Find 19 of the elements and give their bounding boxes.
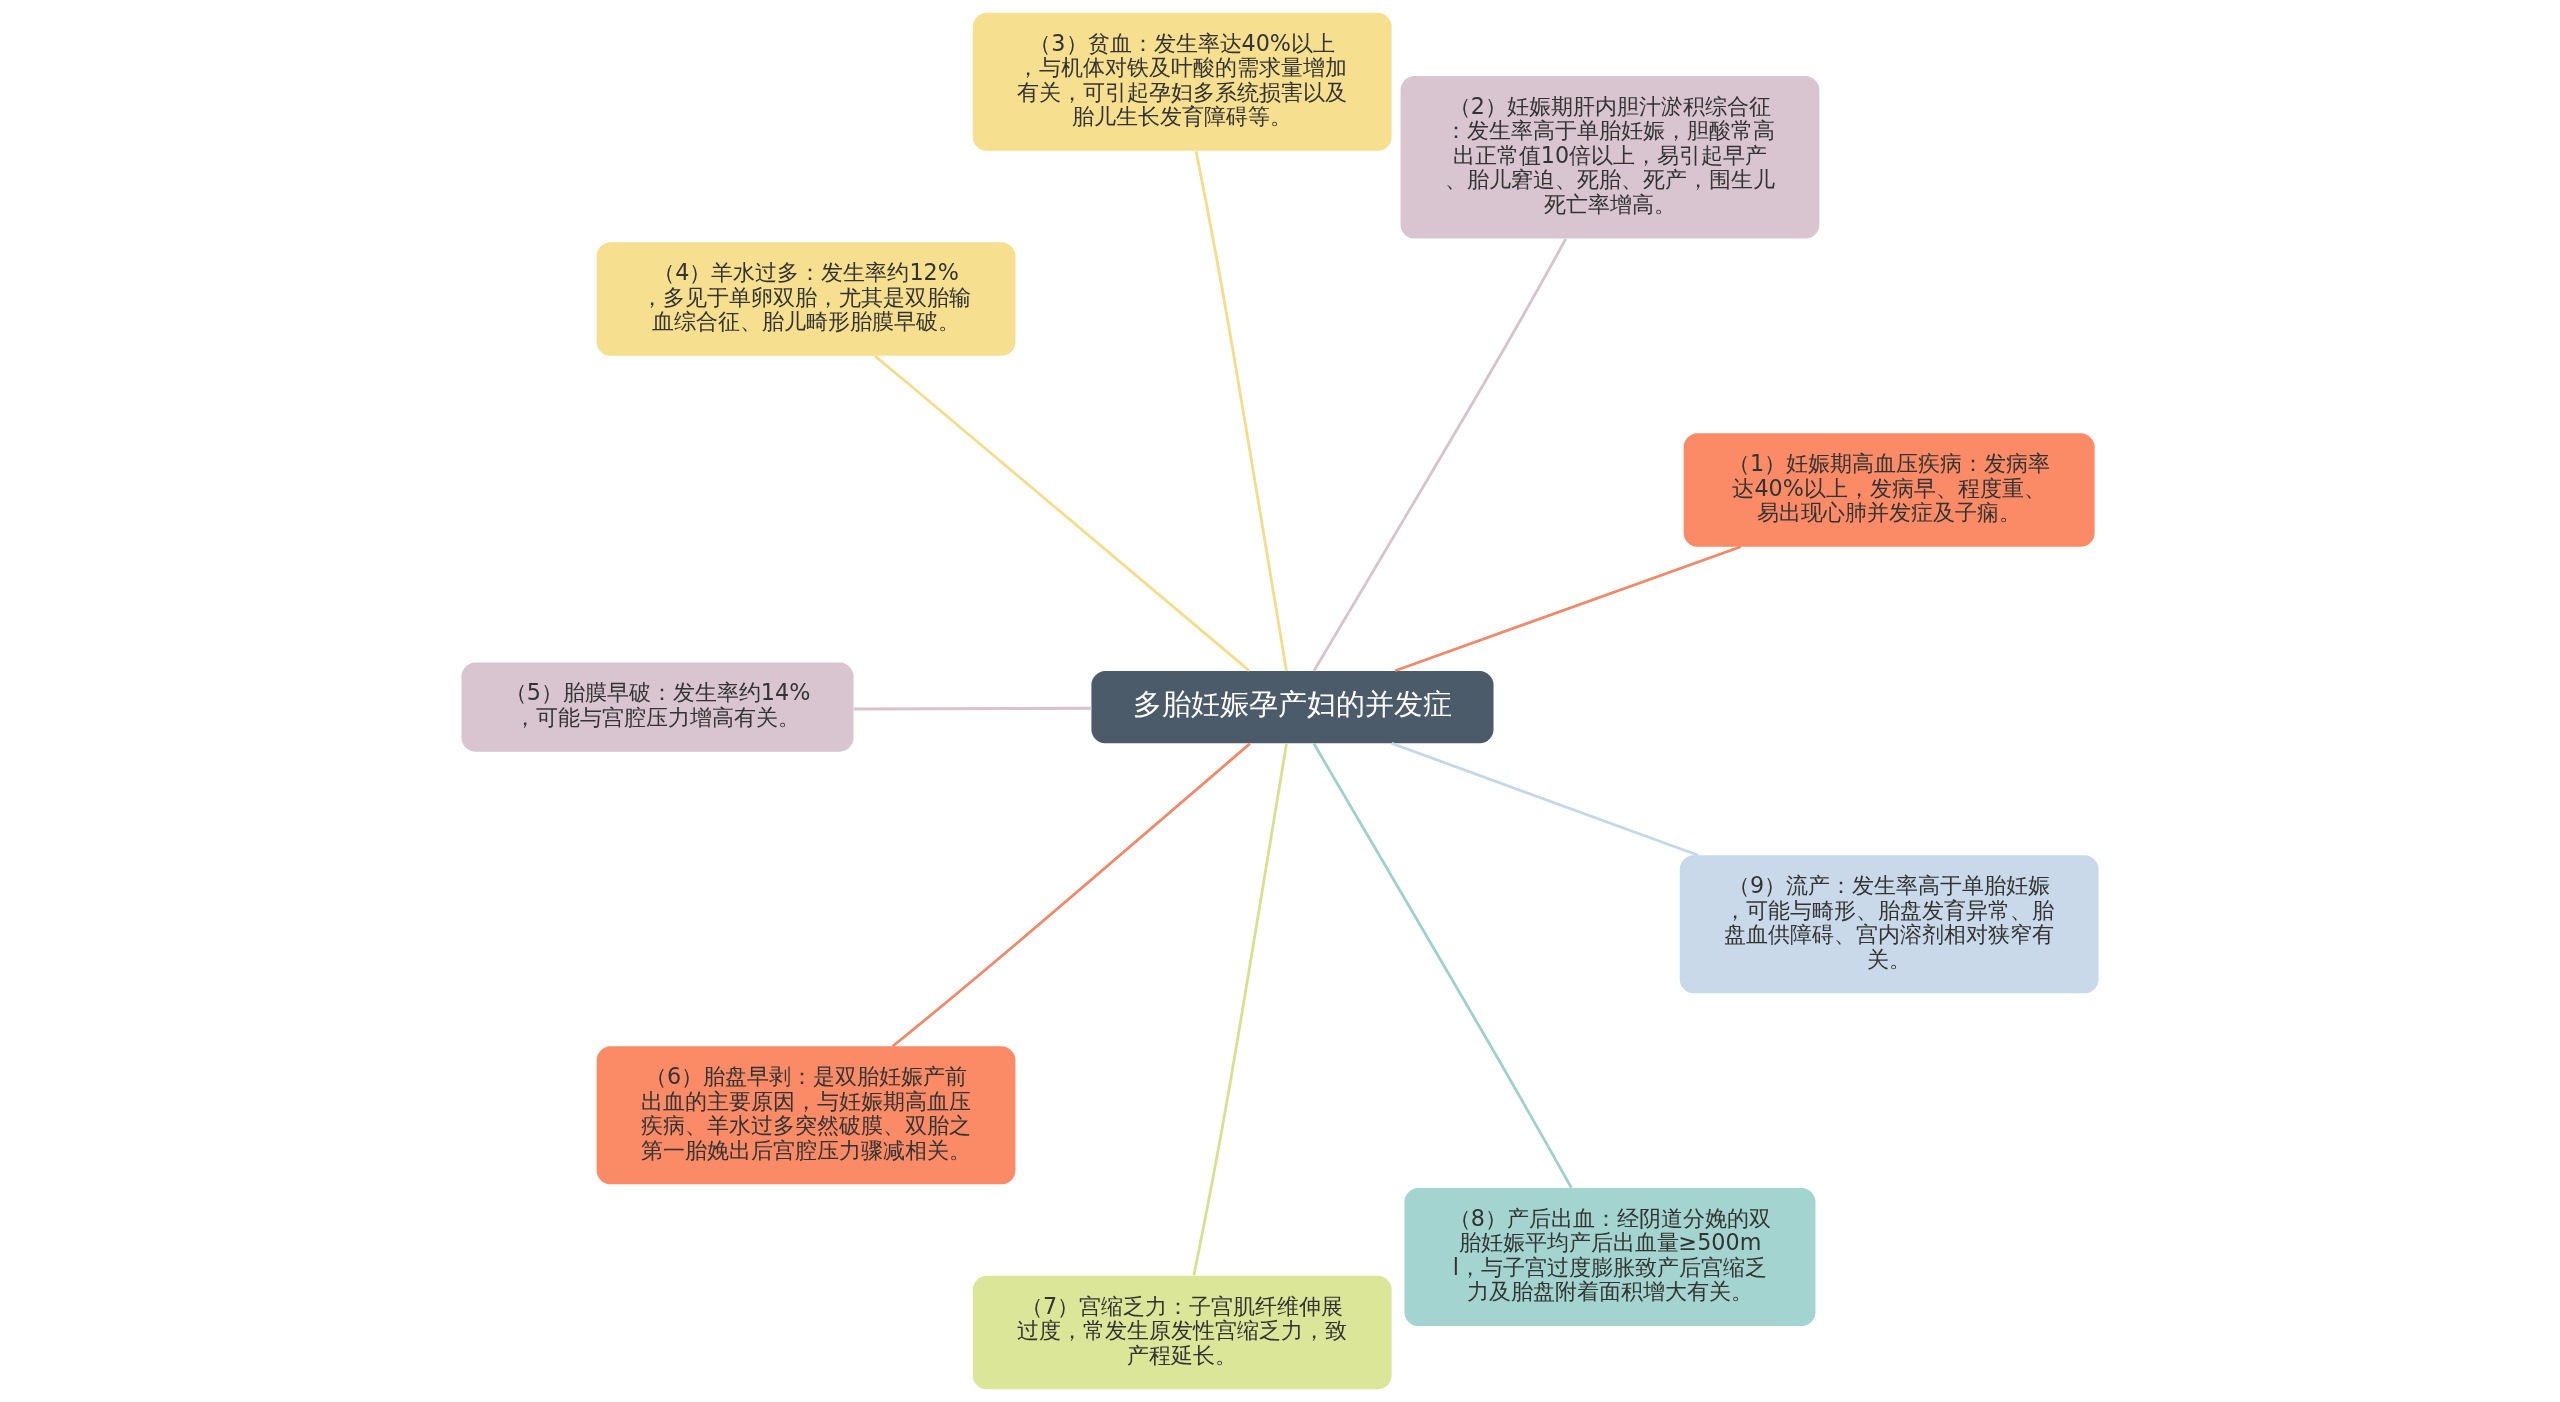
node-box: （7）宫缩乏力：子宫肌纤维伸展过度，常发生原发性宫缩乏力，致产程延长。: [972, 1275, 1392, 1390]
node-box: （3）贫血：发生率达40%以上，与机体对铁及叶酸的需求量增加有关，可引起孕妇多系统损害以及胎儿生长发育障碍等。: [972, 12, 1392, 151]
connector: [1194, 150, 1288, 672]
node-box: （6）胎盘早剥：是双胎妊娠产前出血的主要原因，与妊娠期高血压疾病、羊水过多突然破膜、双胎之第一胎娩出后宫腔压力骤减相关。: [596, 1046, 1016, 1185]
connector: [1391, 742, 1699, 857]
node-box: （4）羊水过多：发生率约12%，多见于单卵双胎，尤其是双胎输血综合征、胎儿畸形胎膜早破。: [596, 242, 1016, 356]
node-box: （1）妊娠期高血压疾病：发病率达40%以上，发病早、程度重、易出现心肺并发症及子痫。: [1683, 433, 2095, 547]
node-box: （9）流产：发生率高于单胎妊娠，可能与畸形、胎盘发育异常、胎盘血供障碍、宫内溶剂相对狭窄有关。: [1679, 855, 2099, 994]
node-box: （2）妊娠期肝内胆汁淤积综合征：发生率高于单胎妊娠，胆酸常高出正常值10倍以上，易引起早产、胎儿窘迫、死胎、死产，围生儿死亡率增高。: [1400, 75, 1820, 239]
connector: [891, 742, 1251, 1048]
node-box: （8）产后出血：经阴道分娩的双胎妊娠平均产后出血量≥500ml，与子宫过度膨胀致产后宫缩乏力及胎盘附着面积增大有关。: [1404, 1187, 1816, 1327]
connector: [853, 706, 1092, 711]
connector: [1312, 742, 1573, 1189]
node-box: （5）胎膜早破：发生率约14%，可能与宫腔压力增高有关。: [461, 662, 854, 752]
connector: [1312, 238, 1568, 672]
node-box: 多胎妊娠孕产妇的并发症: [1091, 670, 1494, 744]
connector: [1394, 545, 1742, 673]
connector: [1192, 743, 1288, 1276]
connector: [873, 354, 1251, 672]
